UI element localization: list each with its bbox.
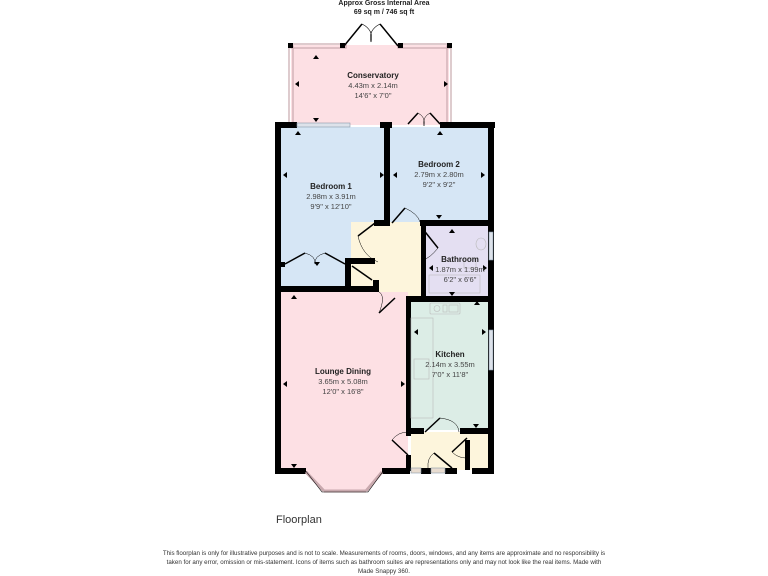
svg-text:9'2" x 9'2": 9'2" x 9'2"	[423, 180, 456, 189]
svg-text:2.14m x 3.55m: 2.14m x 3.55m	[425, 360, 475, 369]
gross-area-title: Approx Gross Internal Area	[338, 0, 430, 7]
svg-text:Bedroom 2: Bedroom 2	[418, 160, 460, 169]
svg-text:3.65m x 5.08m: 3.65m x 5.08m	[318, 377, 368, 386]
room-fills	[280, 45, 489, 490]
lounge-fill	[280, 292, 408, 470]
svg-text:2.79m x 2.80m: 2.79m x 2.80m	[414, 170, 464, 179]
svg-text:9'9" x 12'10": 9'9" x 12'10"	[310, 202, 351, 211]
wall-windows	[296, 122, 494, 474]
gross-area-header: Approx Gross Internal Area 69 sq m / 746…	[0, 0, 768, 17]
svg-text:Bathroom: Bathroom	[441, 255, 479, 264]
entrance-fill	[411, 432, 489, 470]
room-label-bedroom2: Bedroom 2 2.79m x 2.80m 9'2" x 9'2"	[414, 160, 464, 189]
svg-text:12'0" x 16'8": 12'0" x 16'8"	[322, 387, 363, 396]
room-label-kitchen: Kitchen 2.14m x 3.55m 7'0" x 11'8"	[425, 350, 475, 379]
room-label-lounge: Lounge Dining 3.65m x 5.08m 12'0" x 16'8…	[315, 367, 371, 396]
bathroom-fill	[425, 225, 489, 297]
sink-icon	[429, 302, 461, 315]
conservatory-corners	[288, 43, 452, 48]
svg-text:14'6" x 7'0": 14'6" x 7'0"	[355, 91, 392, 100]
svg-text:Kitchen: Kitchen	[435, 350, 464, 359]
kitchen-fill	[411, 300, 489, 430]
dimension-markers	[283, 55, 487, 468]
svg-text:Bedroom 1: Bedroom 1	[310, 182, 352, 191]
svg-text:4.43m x 2.14m: 4.43m x 2.14m	[348, 81, 398, 90]
svg-text:6'2" x 6'6": 6'2" x 6'6"	[444, 275, 477, 284]
doors	[284, 112, 468, 469]
bay-fill	[305, 470, 383, 490]
room-label-bathroom: Bathroom 1.87m x 1.99m 6'2" x 6'6"	[435, 255, 485, 284]
svg-text:2.98m x 3.91m: 2.98m x 3.91m	[306, 192, 356, 201]
counter-outline	[410, 317, 434, 419]
basin-icon	[463, 257, 477, 269]
svg-text:Lounge Dining: Lounge Dining	[315, 367, 371, 376]
floorplan-caption: Floorplan	[276, 514, 322, 526]
bay-window-outline	[304, 469, 385, 493]
toilet-icon	[475, 237, 487, 251]
svg-text:1.87m x 1.99m: 1.87m x 1.99m	[435, 265, 485, 274]
room-label-bedroom1: Bedroom 1 2.98m x 3.91m 9'9" x 12'10"	[306, 182, 356, 211]
svg-text:7'0" x 11'8": 7'0" x 11'8"	[432, 370, 469, 379]
fixtures	[410, 237, 487, 419]
disclaimer-text: This floorplan is only for illustrative …	[162, 550, 606, 575]
conservatory-french-doors	[343, 23, 399, 47]
gross-area-value: 69 sq m / 746 sq ft	[353, 8, 415, 16]
hob-icon	[413, 358, 430, 380]
bedroom2-fill	[389, 127, 489, 223]
walls	[275, 122, 495, 474]
bath-icon	[428, 274, 481, 294]
svg-text:Conservatory: Conservatory	[347, 71, 399, 80]
room-label-conservatory: Conservatory 4.43m x 2.14m 14'6" x 7'0"	[347, 71, 399, 100]
